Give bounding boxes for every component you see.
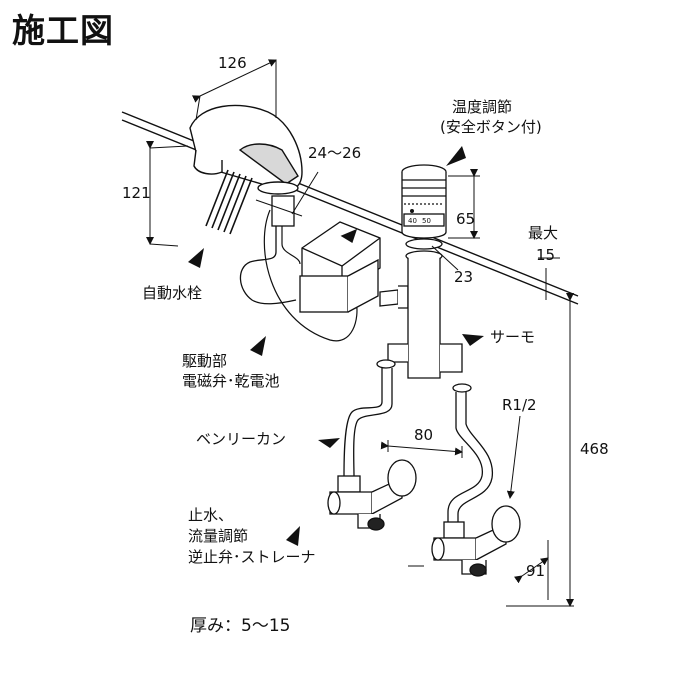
- dimension-faucet-width: 126: [218, 54, 247, 72]
- dimension-counter-hole: 24～26: [308, 144, 362, 162]
- dimension-pipe-size: R1/2: [502, 396, 537, 414]
- sensor-stripes: [205, 169, 253, 235]
- label-safety-button: (安全ボタン付): [440, 118, 542, 136]
- label-drive-unit: 駆動部: [182, 352, 228, 370]
- dimension-valve-depth: 91: [526, 562, 546, 580]
- label-check-valve-strainer: 逆止弁･ストレーナ: [188, 548, 316, 566]
- label-solenoid-battery: 電磁弁･乾電池: [182, 372, 280, 390]
- svg-text:40: 40: [408, 217, 417, 225]
- label-max: 最大: [528, 224, 559, 242]
- dimension-lines: [146, 59, 574, 607]
- thermo-cartridge: [401, 164, 447, 379]
- thermo-outlets: [376, 343, 472, 393]
- dimension-thermo-offset: 23: [454, 268, 474, 286]
- label-flow-control: 流量調節: [188, 527, 249, 545]
- dimension-spacing: 80: [414, 426, 434, 444]
- dimension-max-thickness: 15: [536, 246, 556, 264]
- dimension-thermo-height: 65: [456, 210, 476, 228]
- thickness-note: 厚み：5～15: [190, 616, 291, 636]
- drive-unit-box: [299, 221, 409, 313]
- stop-valve-right: [431, 505, 521, 577]
- label-auto-faucet: 自動水栓: [142, 284, 203, 302]
- supply-hose: [263, 209, 358, 342]
- label-temp-control: 温度調節: [452, 98, 513, 116]
- label-flex-pipe: ベンリーカン: [196, 430, 287, 448]
- label-stop-valve: 止水、: [188, 506, 234, 524]
- page-title: 施工図: [12, 11, 114, 50]
- flex-pipe-right: [447, 392, 493, 522]
- callout-arrows: [188, 146, 484, 546]
- flex-pipe-left: [343, 368, 393, 477]
- label-thermo: サーモ: [490, 328, 536, 346]
- dimension-faucet-height: 121: [122, 184, 151, 202]
- thermo-dial-marks: 40 50: [408, 209, 431, 225]
- dimension-overall-height: 468: [580, 440, 609, 458]
- svg-text:50: 50: [422, 217, 431, 225]
- faucet-body: [189, 104, 303, 195]
- stop-valve-left: [327, 459, 417, 531]
- faucet-shank: [239, 195, 297, 305]
